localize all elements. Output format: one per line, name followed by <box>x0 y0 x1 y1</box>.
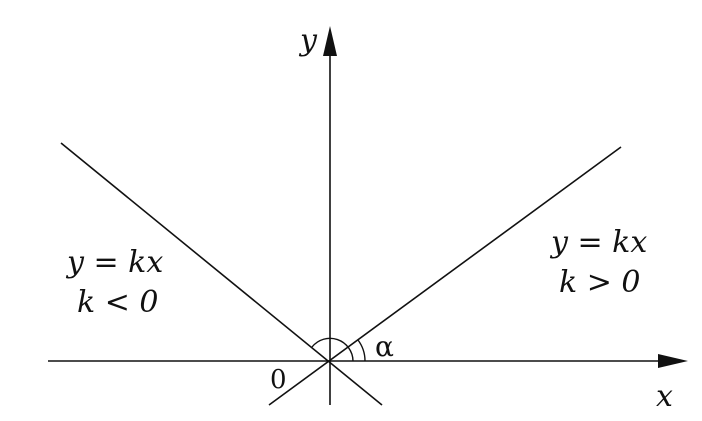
line-positive-slope <box>268 146 622 406</box>
x-axis-label: x <box>656 379 673 414</box>
line-negative-slope <box>60 142 383 406</box>
positive-line-condition: k > 0 <box>559 265 640 300</box>
negative-line-equation: y = kx <box>65 245 163 280</box>
y-axis-arrowhead <box>323 26 337 56</box>
y-axis-label: y <box>298 23 318 58</box>
negative-line-condition: k < 0 <box>77 285 158 320</box>
origin-label: 0 <box>270 365 287 395</box>
angle-alpha-label: α <box>375 330 394 363</box>
angle-arc-positive <box>357 339 366 362</box>
angle-arc-negative <box>311 337 354 362</box>
x-axis-arrowhead <box>658 354 688 368</box>
positive-line-equation: y = kx <box>549 225 647 260</box>
